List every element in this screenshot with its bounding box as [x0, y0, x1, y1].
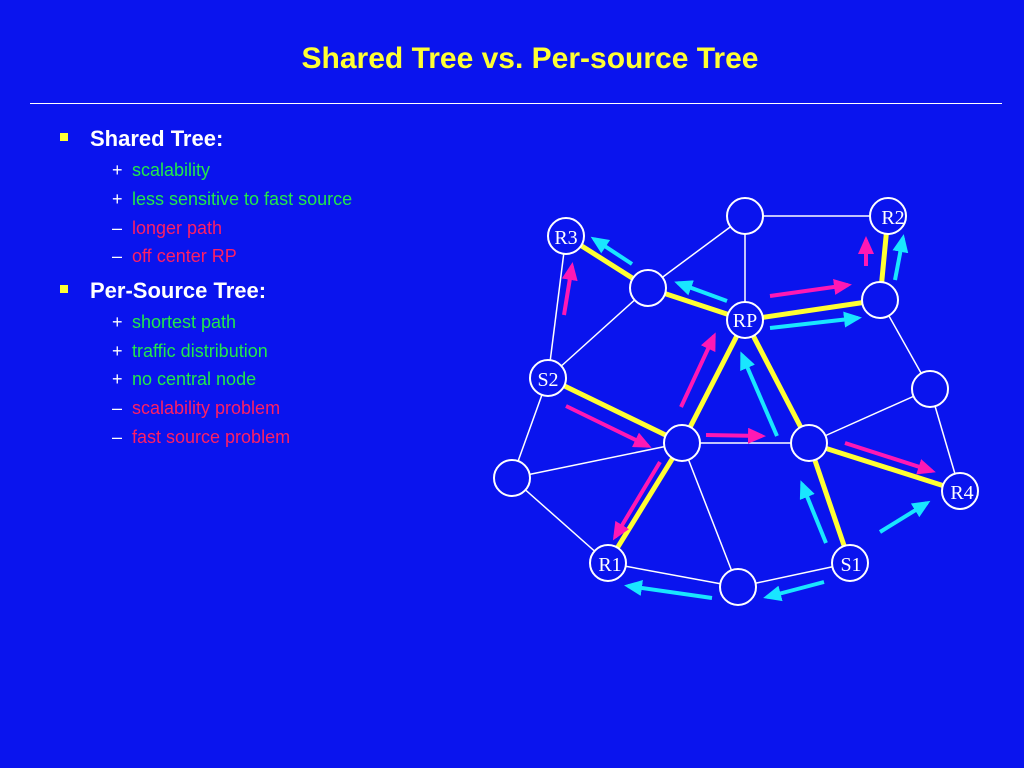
- per-source-item-1: +shortest path: [112, 312, 237, 332]
- router-node-r2: [869, 197, 907, 235]
- s2-flow-arrows: [561, 236, 936, 541]
- per-source-item-5: –fast source problem: [112, 427, 291, 447]
- label-r3: R3: [554, 227, 577, 249]
- link: [547, 287, 649, 379]
- section-heading: Per-Source Tree:: [90, 278, 267, 303]
- shared-tree-item-2: +less sensitive to fast source: [112, 189, 353, 209]
- network-links: [511, 215, 961, 588]
- flow-arrow: [878, 500, 931, 534]
- flow-arrow: [565, 404, 652, 448]
- shared-tree-item-1: +scalability: [112, 160, 211, 180]
- flow-arrow: [624, 580, 713, 600]
- flow-arrow: [612, 460, 662, 541]
- per-source-item-3: +no central node: [112, 369, 257, 389]
- node-labels: R3 R2 RP S2 R4 R1 S1: [537, 207, 973, 576]
- label-r2: R2: [881, 207, 904, 229]
- link: [647, 215, 746, 289]
- s1-flow-arrows: [590, 234, 931, 602]
- router-node-r4: [941, 472, 979, 510]
- flow-arrow: [763, 580, 825, 602]
- slide-title: Shared Tree vs. Per-source Tree: [301, 42, 759, 75]
- link: [511, 477, 609, 564]
- router-nodes: [493, 197, 979, 606]
- bullet-square-icon: [60, 285, 68, 294]
- flow-arrow: [769, 279, 852, 298]
- flow-arrow: [844, 441, 936, 475]
- label-s1: S1: [840, 554, 861, 576]
- per-source-item-4: –scalability problem: [112, 398, 281, 418]
- flow-arrow: [590, 236, 634, 266]
- link: [737, 562, 851, 588]
- router-node-r1: [589, 544, 627, 582]
- shared-tree-path: [742, 297, 883, 323]
- shared-tree-path: [679, 317, 748, 446]
- link: [511, 442, 683, 479]
- flow-arrow: [769, 311, 862, 330]
- link: [547, 235, 567, 379]
- router-node: [719, 568, 757, 606]
- router-node-rp: [726, 301, 764, 339]
- flow-arrow: [561, 262, 578, 316]
- shared-tree-item-3: –longer path: [112, 218, 223, 238]
- label-r1: R1: [598, 554, 621, 576]
- link: [607, 562, 739, 588]
- shared-tree-path: [806, 440, 853, 566]
- flow-arrow: [674, 280, 728, 303]
- shared-tree-path: [742, 317, 812, 446]
- router-node: [663, 424, 701, 462]
- per-source-item-2: +traffic distribution: [112, 341, 268, 361]
- section-heading: Shared Tree:: [90, 126, 224, 151]
- flow-arrow: [799, 480, 828, 544]
- label-s2: S2: [537, 369, 558, 391]
- flow-arrow: [892, 234, 909, 281]
- shared-tree-path: [806, 440, 963, 494]
- router-node: [629, 269, 667, 307]
- per-source-tree-heading: Per-Source Tree:: [60, 278, 266, 304]
- router-node-r3: [547, 217, 585, 255]
- link: [808, 388, 931, 444]
- flow-arrow: [740, 351, 779, 437]
- router-node: [790, 424, 828, 462]
- router-node: [861, 281, 899, 319]
- router-node: [726, 197, 764, 235]
- source-node-s2: [529, 359, 567, 397]
- source-node-s1: [831, 544, 869, 582]
- link: [681, 442, 739, 588]
- title-divider: [30, 103, 1002, 104]
- router-node: [493, 459, 531, 497]
- shared-tree-path: [605, 440, 685, 566]
- label-r4: R4: [950, 482, 973, 504]
- router-node: [911, 370, 949, 408]
- bullet-square-icon: [60, 133, 68, 142]
- shared-tree-path: [545, 375, 685, 446]
- label-rp: RP: [733, 310, 757, 332]
- flow-arrow: [679, 332, 716, 408]
- shared-tree-heading: Shared Tree:: [60, 126, 223, 152]
- shared-tree-item-4: –off center RP: [112, 246, 237, 266]
- flow-arrow: [705, 427, 766, 444]
